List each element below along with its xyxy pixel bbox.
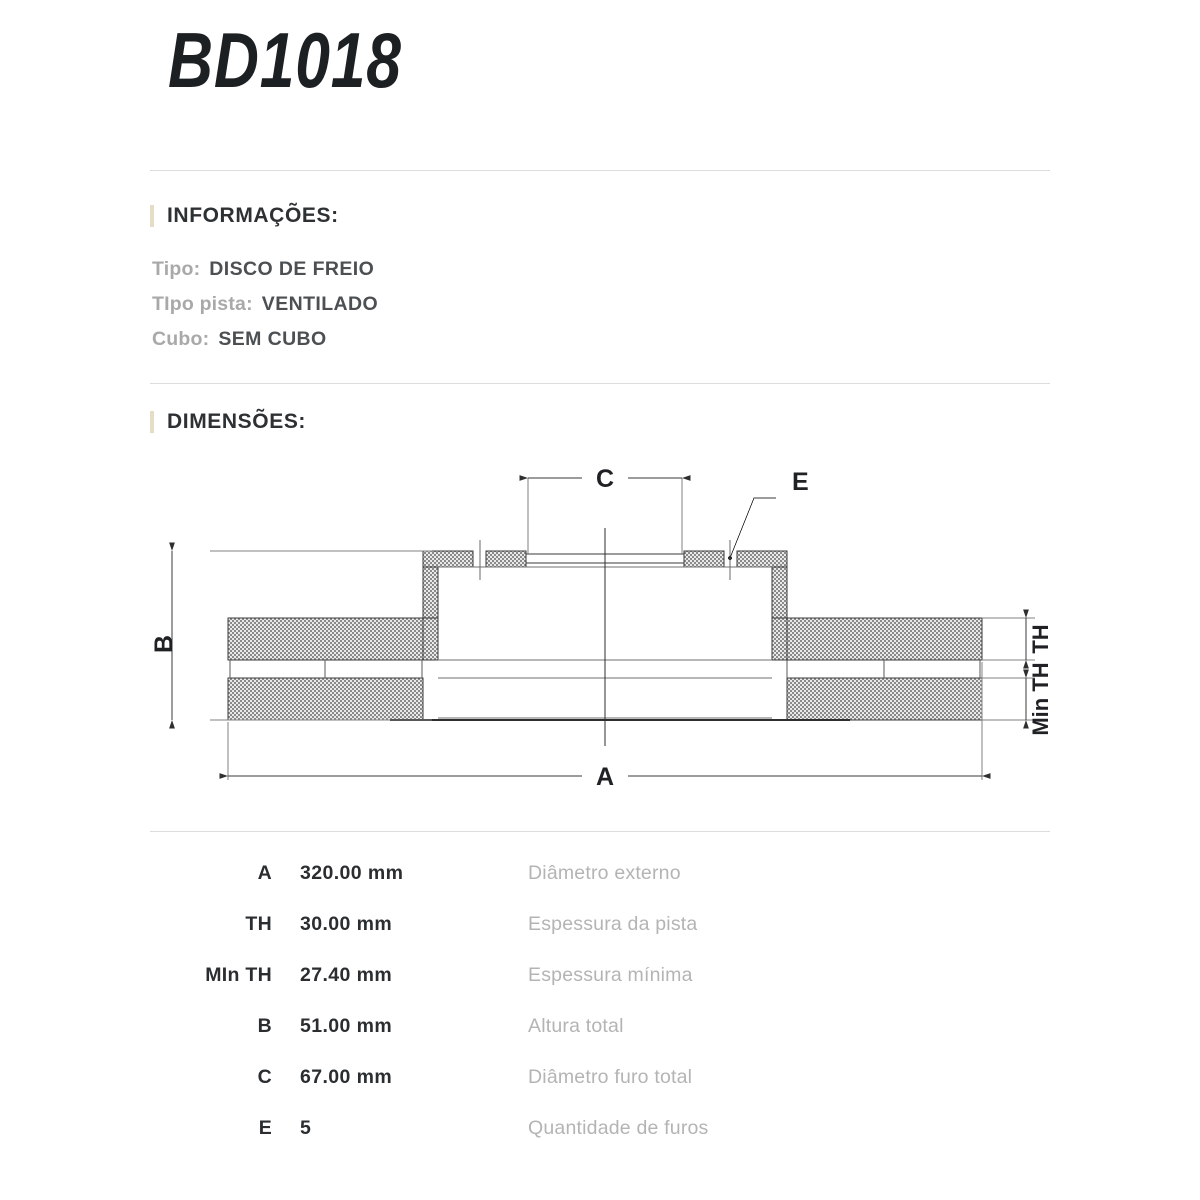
dimension-value: 30.00 mm	[300, 913, 393, 935]
dimension-description: Diâmetro furo total	[528, 1066, 693, 1088]
hub-top-flange-right	[736, 550, 788, 568]
rotor-lower-band-right	[786, 677, 983, 721]
dimension-label-e: E	[792, 468, 809, 496]
dimension-value: 27.40 mm	[300, 964, 393, 986]
rotor-upper-band-right	[786, 617, 983, 661]
divider-top	[150, 170, 1050, 171]
bolt-hole-right	[723, 551, 738, 567]
dimension-description: Espessura da pista	[528, 913, 698, 935]
dimension-label-c: C	[596, 465, 614, 493]
table-row: A 320.00 mm Diâmetro externo	[0, 862, 1200, 913]
rotor-lower-band-left	[227, 677, 424, 721]
dimension-symbol: TH	[245, 913, 272, 935]
brake-disc-cross-section-drawing: A B C E TH Min TH	[150, 450, 1060, 830]
dimension-label-th: TH	[1028, 624, 1053, 653]
dimension-value: 320.00 mm	[300, 862, 404, 884]
table-row: B 51.00 mm Altura total	[0, 1015, 1200, 1066]
dimension-symbol: C	[257, 1066, 272, 1088]
dimension-symbol: E	[258, 1117, 272, 1139]
section-heading-label: DIMENSÕES:	[167, 410, 307, 433]
dimension-label-min-th: Min TH	[1028, 662, 1053, 735]
info-value: VENTILADO	[261, 293, 379, 315]
page-title: BD1018	[168, 16, 402, 104]
info-row-cubo: Cubo: SEM CUBO	[152, 327, 327, 351]
dimension-description: Espessura mínima	[528, 964, 693, 986]
info-key: TIpo pista:	[152, 293, 253, 315]
info-key: Tipo:	[152, 258, 201, 280]
section-heading-label: INFORMAÇÕES:	[167, 204, 339, 227]
hub-top-flange-left	[422, 550, 474, 568]
accent-bar-icon	[150, 411, 154, 433]
divider-middle	[150, 383, 1050, 384]
table-row: TH 30.00 mm Espessura da pista	[0, 913, 1200, 964]
dimension-c	[519, 475, 691, 554]
dimension-symbol: B	[257, 1015, 272, 1037]
dimension-value: 5	[300, 1117, 312, 1139]
info-row-tipo-pista: TIpo pista: VENTILADO	[152, 292, 378, 316]
dimension-min-th	[982, 669, 1035, 729]
divider-bottom	[150, 831, 1050, 832]
info-row-tipo: Tipo: DISCO DE FREIO	[152, 257, 374, 281]
dimension-table: A 320.00 mm Diâmetro externo TH 30.00 mm…	[0, 862, 1200, 1168]
table-row: MIn TH 27.40 mm Espessura mínima	[0, 964, 1200, 1015]
callout-e-leader	[727, 497, 776, 561]
accent-bar-icon	[150, 205, 154, 227]
dimension-a	[219, 662, 991, 780]
dimension-label-b: B	[150, 635, 178, 653]
rotor-upper-band-left	[227, 617, 424, 661]
section-heading-dimensoes: DIMENSÕES:	[150, 410, 306, 434]
table-row: C 67.00 mm Diâmetro furo total	[0, 1066, 1200, 1117]
dimension-value: 51.00 mm	[300, 1015, 393, 1037]
hub-top-flange-left-inner	[485, 550, 527, 568]
dimension-symbol: A	[257, 862, 272, 884]
info-key: Cubo:	[152, 328, 210, 350]
hub-wall-left	[422, 550, 439, 661]
dimension-description: Quantidade de furos	[528, 1117, 709, 1139]
hub-top-flange-right-inner	[683, 550, 725, 568]
bolt-hole-left	[472, 551, 487, 567]
vent-vane-lines	[229, 660, 981, 678]
info-value: DISCO DE FREIO	[209, 258, 375, 280]
dimension-description: Diâmetro externo	[528, 862, 681, 884]
dimension-label-a: A	[596, 763, 614, 791]
dimension-symbol: MIn TH	[205, 964, 272, 986]
table-row: E 5 Quantidade de furos	[0, 1117, 1200, 1168]
dimension-description: Altura total	[528, 1015, 624, 1037]
dimension-th	[982, 609, 1035, 669]
section-heading-informacoes: INFORMAÇÕES:	[150, 204, 339, 228]
dimension-value: 67.00 mm	[300, 1066, 393, 1088]
info-value: SEM CUBO	[218, 328, 327, 350]
dimension-b	[169, 542, 432, 729]
